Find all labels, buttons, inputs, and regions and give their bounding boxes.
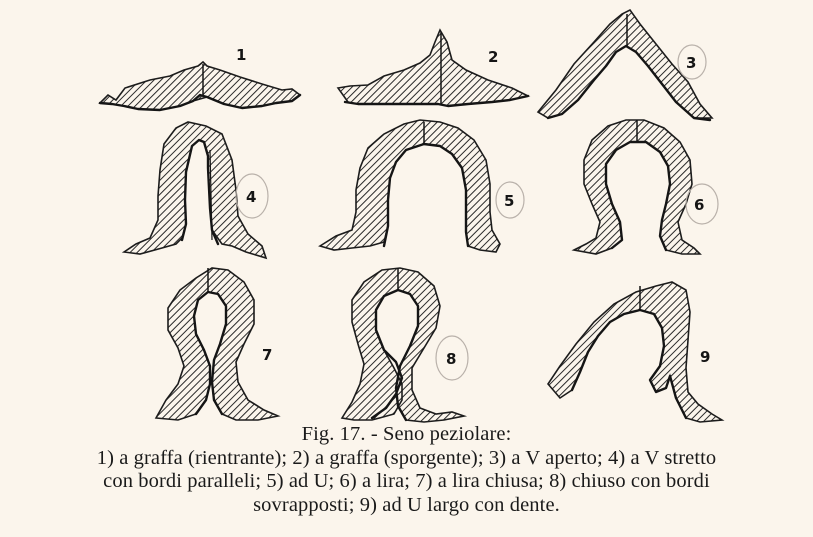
caption-line-3: sovrapposti; 9) ad U largo con dente.	[0, 494, 813, 518]
svg-text:5: 5	[504, 192, 514, 210]
shape-label-2: 2	[488, 48, 498, 66]
svg-text:2: 2	[488, 48, 498, 66]
shape-label-7: 7	[262, 346, 272, 364]
svg-text:8: 8	[446, 350, 456, 368]
shape-label-6: 6	[686, 184, 718, 224]
shape-label-1: 1	[236, 46, 246, 64]
shape-label-5: 5	[496, 182, 524, 218]
sinus-shape-9	[548, 282, 722, 422]
shape-label-4: 4	[236, 174, 268, 218]
shape-label-3: 3	[678, 45, 706, 79]
shape-label-9: 9	[700, 348, 710, 366]
shape-label-8: 8	[436, 336, 468, 380]
svg-text:6: 6	[694, 196, 704, 214]
sinus-shape-2	[338, 30, 528, 106]
sinus-shape-4	[124, 122, 266, 258]
svg-text:1: 1	[236, 46, 246, 64]
sinus-shape-1	[100, 62, 300, 110]
caption-line-2: con bordi paralleli; 5) ad U; 6) a lira;…	[0, 470, 813, 494]
caption-line-1: 1) a graffa (rientrante); 2) a graffa (s…	[0, 447, 813, 471]
svg-text:9: 9	[700, 348, 710, 366]
svg-text:7: 7	[262, 346, 272, 364]
svg-text:4: 4	[246, 188, 256, 206]
sinus-shape-5	[320, 120, 500, 252]
figure-caption: Fig. 17. - Seno peziolare: 1) a graffa (…	[0, 423, 813, 517]
svg-text:3: 3	[686, 54, 696, 72]
sinus-shape-7	[156, 268, 278, 420]
sinus-shape-6	[574, 120, 700, 254]
caption-title: Fig. 17. - Seno peziolare:	[0, 423, 813, 447]
sinus-shape-8	[342, 268, 464, 422]
